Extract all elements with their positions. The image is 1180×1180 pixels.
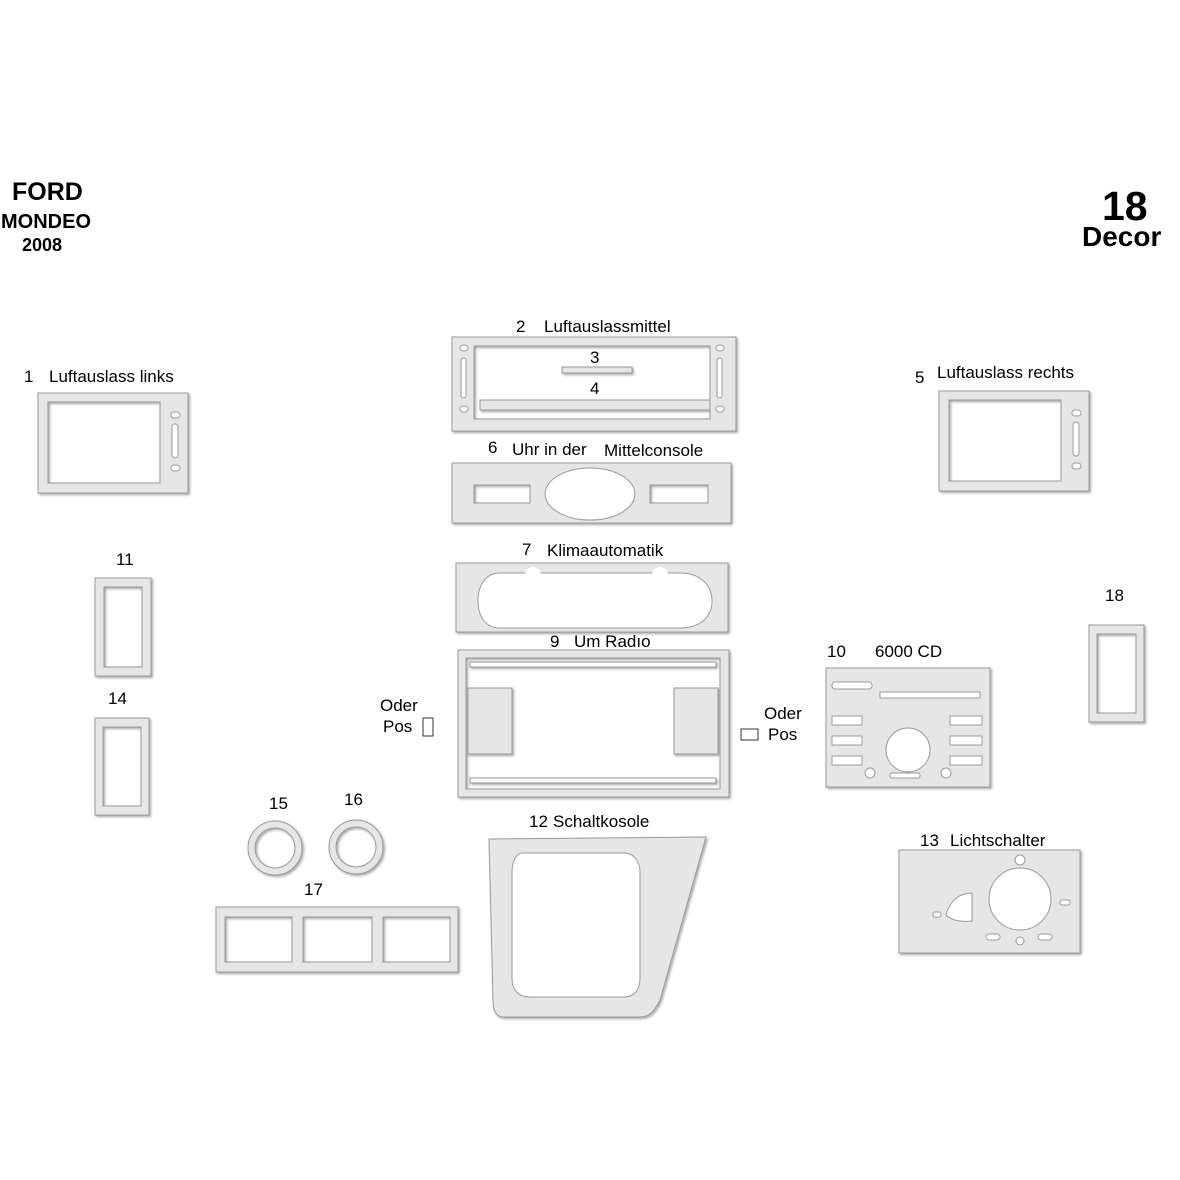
part-1-vent-left xyxy=(37,392,189,494)
part-2-number: 2 xyxy=(516,317,526,336)
part-4-number: 4 xyxy=(590,379,600,398)
part-5-name: Luftauslass rechts xyxy=(937,363,1075,382)
part-18-number: 18 xyxy=(1105,586,1124,605)
part-5-vent-right xyxy=(938,390,1090,492)
part-6-number: 6 xyxy=(488,438,498,457)
part-9-number: 9 xyxy=(550,632,560,651)
part-6-name-2: Mittelconsole xyxy=(604,441,704,460)
part-5-number: 5 xyxy=(915,368,925,387)
part-10-number: 10 xyxy=(827,642,846,661)
left-pos-note: Pos xyxy=(383,717,413,736)
part-16-number: 16 xyxy=(344,790,363,809)
part-15-ring xyxy=(247,820,303,876)
part-7-name: Klimaautomatik xyxy=(547,541,664,560)
decor-count: 18 xyxy=(1102,183,1148,229)
part-11-frame xyxy=(94,577,152,677)
part-7-climate-panel xyxy=(455,562,729,633)
part-10-name: 6000 CD xyxy=(875,642,943,661)
part-13-number: 13 xyxy=(920,831,939,850)
part-12-name: Schaltkosole xyxy=(553,812,650,831)
part-17-number: 17 xyxy=(304,880,323,899)
part-6-name: Uhr in der xyxy=(512,440,587,459)
decor-label: Decor xyxy=(1082,221,1162,252)
left-oder-note: Oder xyxy=(380,696,418,715)
part-17-switch-frame xyxy=(215,906,459,973)
part-9-name: Um Radıo xyxy=(574,632,651,651)
part-1-number: 1 xyxy=(24,367,34,386)
part-9-radio-surround xyxy=(457,649,730,798)
part-1-name: Luftauslass links xyxy=(49,367,174,386)
part-16-ring xyxy=(328,819,384,875)
right-pos-symbol xyxy=(740,728,759,741)
part-10-cd-panel xyxy=(825,667,991,788)
part-6-clock-panel xyxy=(451,462,732,524)
model-title: MONDEO xyxy=(1,211,91,233)
part-12-number: 12 xyxy=(529,812,548,831)
part-13-light-switch xyxy=(898,849,1081,954)
part-4-bar xyxy=(479,399,711,411)
part-12-gear-console xyxy=(488,836,707,1018)
part-15-number: 15 xyxy=(269,794,288,813)
right-pos-note: Pos xyxy=(768,725,798,744)
part-11-number: 11 xyxy=(116,550,134,569)
part-14-number: 14 xyxy=(108,689,127,708)
part-13-name: Lichtschalter xyxy=(950,831,1046,850)
left-pos-symbol xyxy=(422,717,434,737)
part-7-number: 7 xyxy=(522,540,532,559)
right-oder-note: Oder xyxy=(764,704,802,723)
part-3-bar xyxy=(561,366,633,374)
part-2-name: Luftauslassmittel xyxy=(544,317,671,336)
brand-title: FORD xyxy=(12,178,83,206)
part-2-vent-middle xyxy=(451,336,737,432)
part-18-frame xyxy=(1088,624,1145,723)
part-14-frame xyxy=(94,717,150,816)
year-title: 2008 xyxy=(22,235,63,255)
part-3-number: 3 xyxy=(590,348,600,367)
